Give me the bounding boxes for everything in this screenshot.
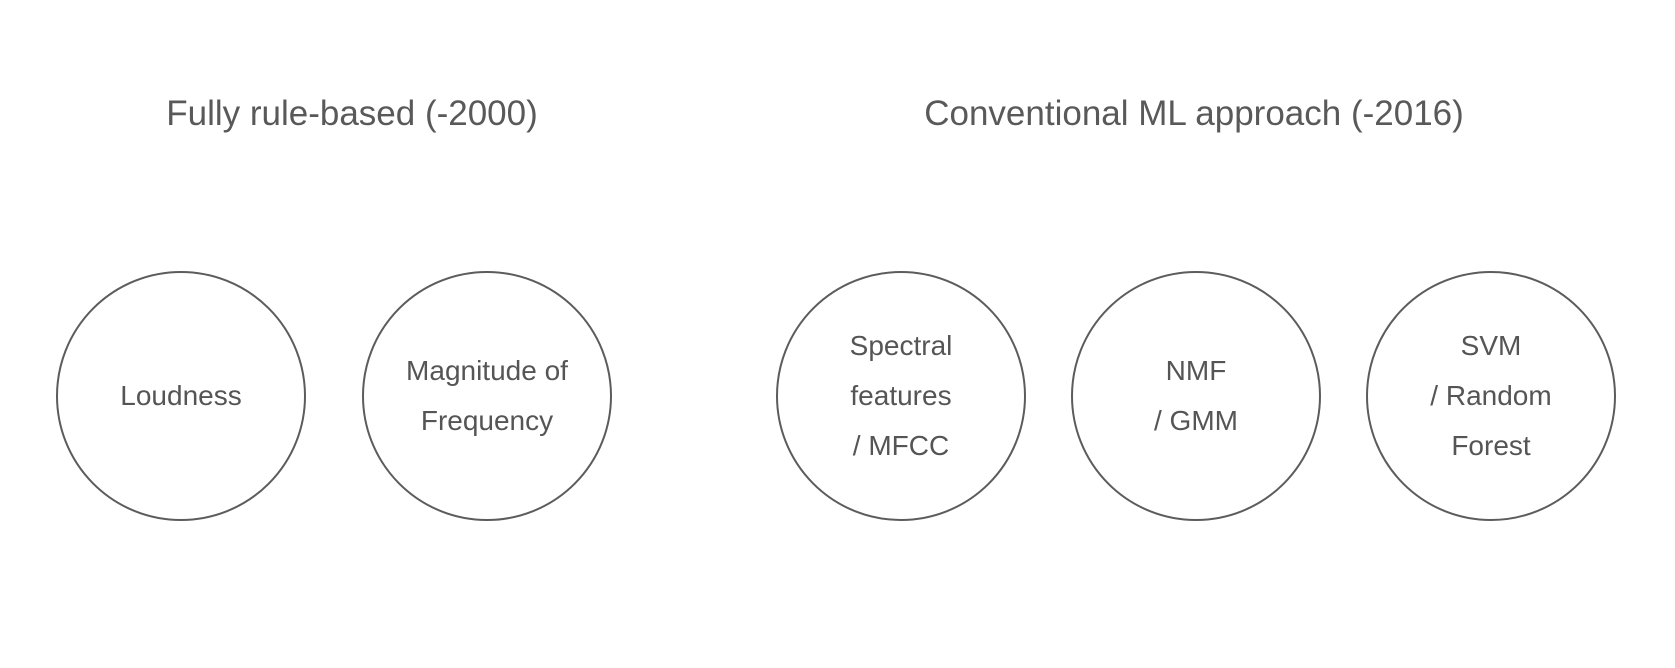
nmf-gmm-circle: NMF / GMM [1071, 271, 1321, 521]
circle-label-line: Forest [1451, 430, 1531, 461]
circle-label-line: / Random [1430, 380, 1552, 411]
circle-label-line: Spectral [849, 330, 953, 361]
circle-label-line: Loudness [120, 380, 242, 411]
circle-label-line: features [850, 380, 952, 411]
circle-label-line: / GMM [1154, 405, 1238, 436]
circle-label-line: SVM [1460, 330, 1522, 361]
circle-label-line: / MFCC [852, 430, 950, 461]
svm-random-forest-circle: SVM / Random Forest [1366, 271, 1616, 521]
circle-label-line: Magnitude of [406, 355, 568, 386]
rule-based-heading: Fully rule-based (-2000) [166, 94, 538, 133]
spectral-features-mfcc-circle: Spectral features / MFCC [776, 271, 1026, 521]
conventional-ml-heading: Conventional ML approach (-2016) [924, 94, 1464, 133]
loudness-circle: Loudness [56, 271, 306, 521]
magnitude-of-frequency-circle: Magnitude of Frequency [362, 271, 612, 521]
circle-label-line: NMF [1165, 355, 1227, 386]
circle-label-line: Frequency [420, 405, 554, 436]
